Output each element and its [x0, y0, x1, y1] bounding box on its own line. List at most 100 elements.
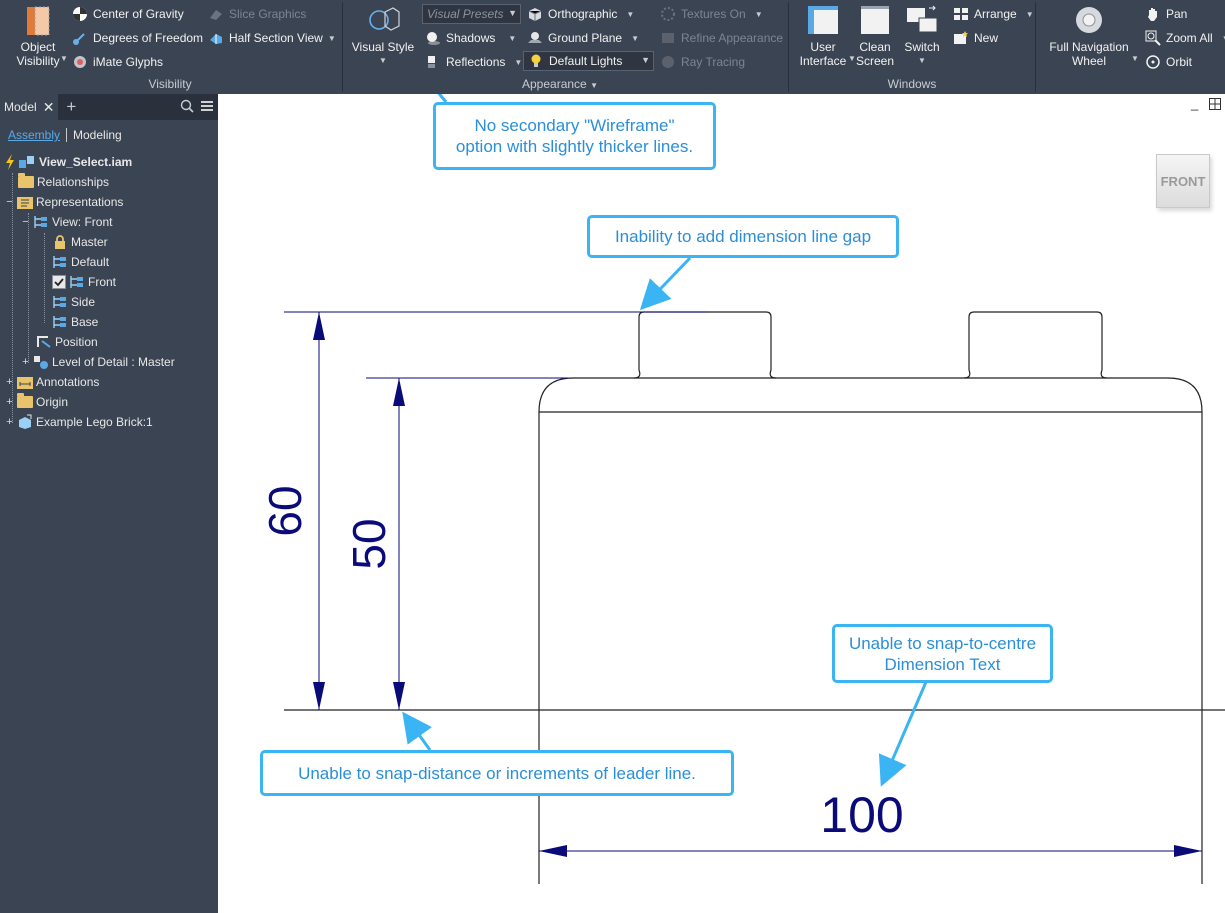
object-visibility-label-1: Object [20, 40, 56, 54]
shadows-button[interactable]: Shadows ▼ [425, 30, 516, 46]
ground-plane-label: Ground Plane [548, 31, 623, 45]
ground-plane-button[interactable]: Ground Plane ▼ [527, 30, 639, 46]
tree-item-label: Annotations [36, 375, 100, 389]
object-visibility-button[interactable]: Object Visibility [10, 4, 66, 68]
tree-item-level-of-detail[interactable]: + Level of Detail : Master [21, 352, 175, 372]
dimension-100: 100 [539, 787, 1202, 857]
close-tab-icon[interactable]: ✕ [42, 98, 55, 115]
expand-icon[interactable]: + [22, 355, 29, 368]
ribbon: Object Visibility ▼ Center of Gravity De… [0, 0, 1225, 94]
tree-item-default[interactable]: Default [52, 252, 109, 272]
user-interface-button[interactable]: User Interface [796, 4, 850, 68]
ray-tracing-icon [662, 56, 674, 68]
refine-appearance-button[interactable]: Refine Appearance [660, 30, 783, 46]
collapse-icon[interactable]: − [6, 195, 13, 208]
expand-icon[interactable]: + [6, 375, 13, 388]
navigation-wheel-caret-icon[interactable]: ▼ [1131, 54, 1139, 63]
degrees-of-freedom-button[interactable]: Degrees of Freedom [72, 30, 203, 46]
slice-graphics-button[interactable]: Slice Graphics [208, 6, 306, 22]
orbit-button[interactable]: Orbit [1145, 54, 1192, 70]
pan-hand-icon [1148, 8, 1157, 21]
new-window-icon [954, 31, 968, 44]
new-window-label: New [974, 31, 999, 45]
appearance-panel-caret-icon[interactable]: ▼ [590, 81, 598, 90]
visual-presets-value: Visual Presets [427, 7, 504, 21]
lighting-style-dropdown-arrow-icon: ▼ [641, 55, 650, 65]
panel-separator [1035, 2, 1036, 92]
tree-item-front[interactable]: Front [52, 272, 116, 292]
lighting-style-dropdown[interactable]: Default Lights ▼ [523, 51, 654, 71]
clean-screen-label-1: Clean [859, 40, 891, 54]
tree-item-label: Origin [36, 395, 69, 409]
tree-item-master[interactable]: Master [52, 232, 108, 252]
reflections-button[interactable]: Reflections ▼ [425, 54, 522, 70]
tab-model-label: Model [4, 100, 37, 114]
user-interface-label-2: Interface [799, 54, 847, 68]
hamburger-menu-icon[interactable] [200, 99, 214, 116]
tree-item-view-front[interactable]: − View: Front [21, 212, 112, 232]
tree-item-example-lego-brick[interactable]: + Example Lego Brick:1 [5, 412, 153, 432]
callout-snap-centre-line-2: Dimension Text [884, 654, 1001, 674]
tree-item-label: Default [71, 255, 110, 269]
drawing-canvas: 60 50 100 [259, 94, 1225, 884]
ray-tracing-button[interactable]: Ray Tracing [660, 54, 745, 70]
tree-item-side[interactable]: Side [52, 292, 95, 312]
tree-item-relationships[interactable]: Relationships [18, 172, 109, 192]
tree-item-annotations[interactable]: + Annotations [5, 372, 99, 392]
assembly-icon [19, 156, 34, 168]
arrange-button[interactable]: Arrange ▼ [953, 6, 1034, 22]
orbit-icon [1146, 55, 1160, 69]
zoom-all-button[interactable]: Zoom All ▼ [1145, 30, 1225, 46]
reflections-label: Reflections [446, 55, 506, 69]
pan-button[interactable]: Pan [1145, 6, 1187, 22]
orthographic-button[interactable]: Orthographic ▼ [527, 6, 634, 22]
viewcube[interactable]: FRONT [1156, 154, 1210, 208]
textures-on-button[interactable]: Textures On ▼ [660, 6, 763, 22]
ground-plane-caret-icon: ▼ [631, 33, 639, 43]
collapse-icon[interactable]: − [22, 215, 29, 228]
add-tab-icon[interactable]: + [66, 97, 77, 116]
clean-screen-button[interactable]: Clean Screen [853, 4, 897, 68]
object-visibility-caret-icon[interactable]: ▼ [60, 54, 68, 63]
switch-caret-icon: ▼ [918, 56, 926, 65]
tree-item-base[interactable]: Base [52, 312, 98, 332]
subtab-assembly[interactable]: Assembly [8, 128, 61, 142]
tree-item-root[interactable]: View_Select.iam [5, 152, 132, 172]
imate-glyphs-button[interactable]: iMate Glyphs [72, 54, 163, 70]
imate-glyphs-label: iMate Glyphs [93, 55, 164, 69]
new-window-button[interactable]: New [953, 30, 998, 46]
tree-item-representations[interactable]: − Representations [5, 192, 123, 212]
graphics-viewport[interactable]: _ FRONT 60 [218, 94, 1225, 913]
visual-style-button[interactable]: Visual Style ▼ [350, 4, 416, 68]
half-section-view-button[interactable]: Half Section View ▼ [208, 30, 336, 46]
textures-on-caret-icon: ▼ [754, 9, 763, 19]
tree-item-label: Side [71, 295, 96, 309]
search-icon[interactable] [180, 99, 194, 116]
object-visibility-icon [27, 6, 50, 36]
position-rep-icon [37, 336, 51, 348]
expand-icon[interactable]: + [6, 395, 13, 408]
switch-button[interactable]: Switch ▼ [900, 4, 944, 68]
minimize-icon[interactable]: _ [1191, 96, 1199, 111]
dimension-100-text: 100 [820, 787, 903, 843]
checkbox-checked-icon[interactable] [52, 275, 66, 289]
user-interface-caret-icon[interactable]: ▼ [848, 54, 856, 63]
object-visibility-label-2: Visibility [16, 54, 60, 68]
expand-icon[interactable]: + [6, 415, 13, 428]
center-of-gravity-button[interactable]: Center of Gravity [72, 6, 184, 22]
visual-presets-dropdown[interactable]: Visual Presets ▼ [422, 4, 521, 24]
subtab-divider [66, 128, 68, 142]
full-navigation-wheel-button[interactable]: Full Navigation Wheel [1046, 4, 1132, 68]
arrange-windows-icon [954, 8, 968, 20]
folder-icon [17, 393, 33, 408]
full-navigation-wheel-label-1: Full Navigation [1049, 40, 1129, 54]
center-of-gravity-label: Center of Gravity [93, 7, 184, 21]
tab-model[interactable]: Model ✕ [0, 94, 59, 120]
restore-window-icon[interactable] [1209, 98, 1221, 113]
tree-item-position[interactable]: Position [36, 332, 98, 352]
part-icon [19, 414, 32, 429]
tree-item-label: Master [71, 235, 108, 249]
panel-separator [342, 2, 343, 92]
tree-item-origin[interactable]: + Origin [5, 392, 68, 412]
subtab-modeling[interactable]: Modeling [73, 128, 122, 142]
